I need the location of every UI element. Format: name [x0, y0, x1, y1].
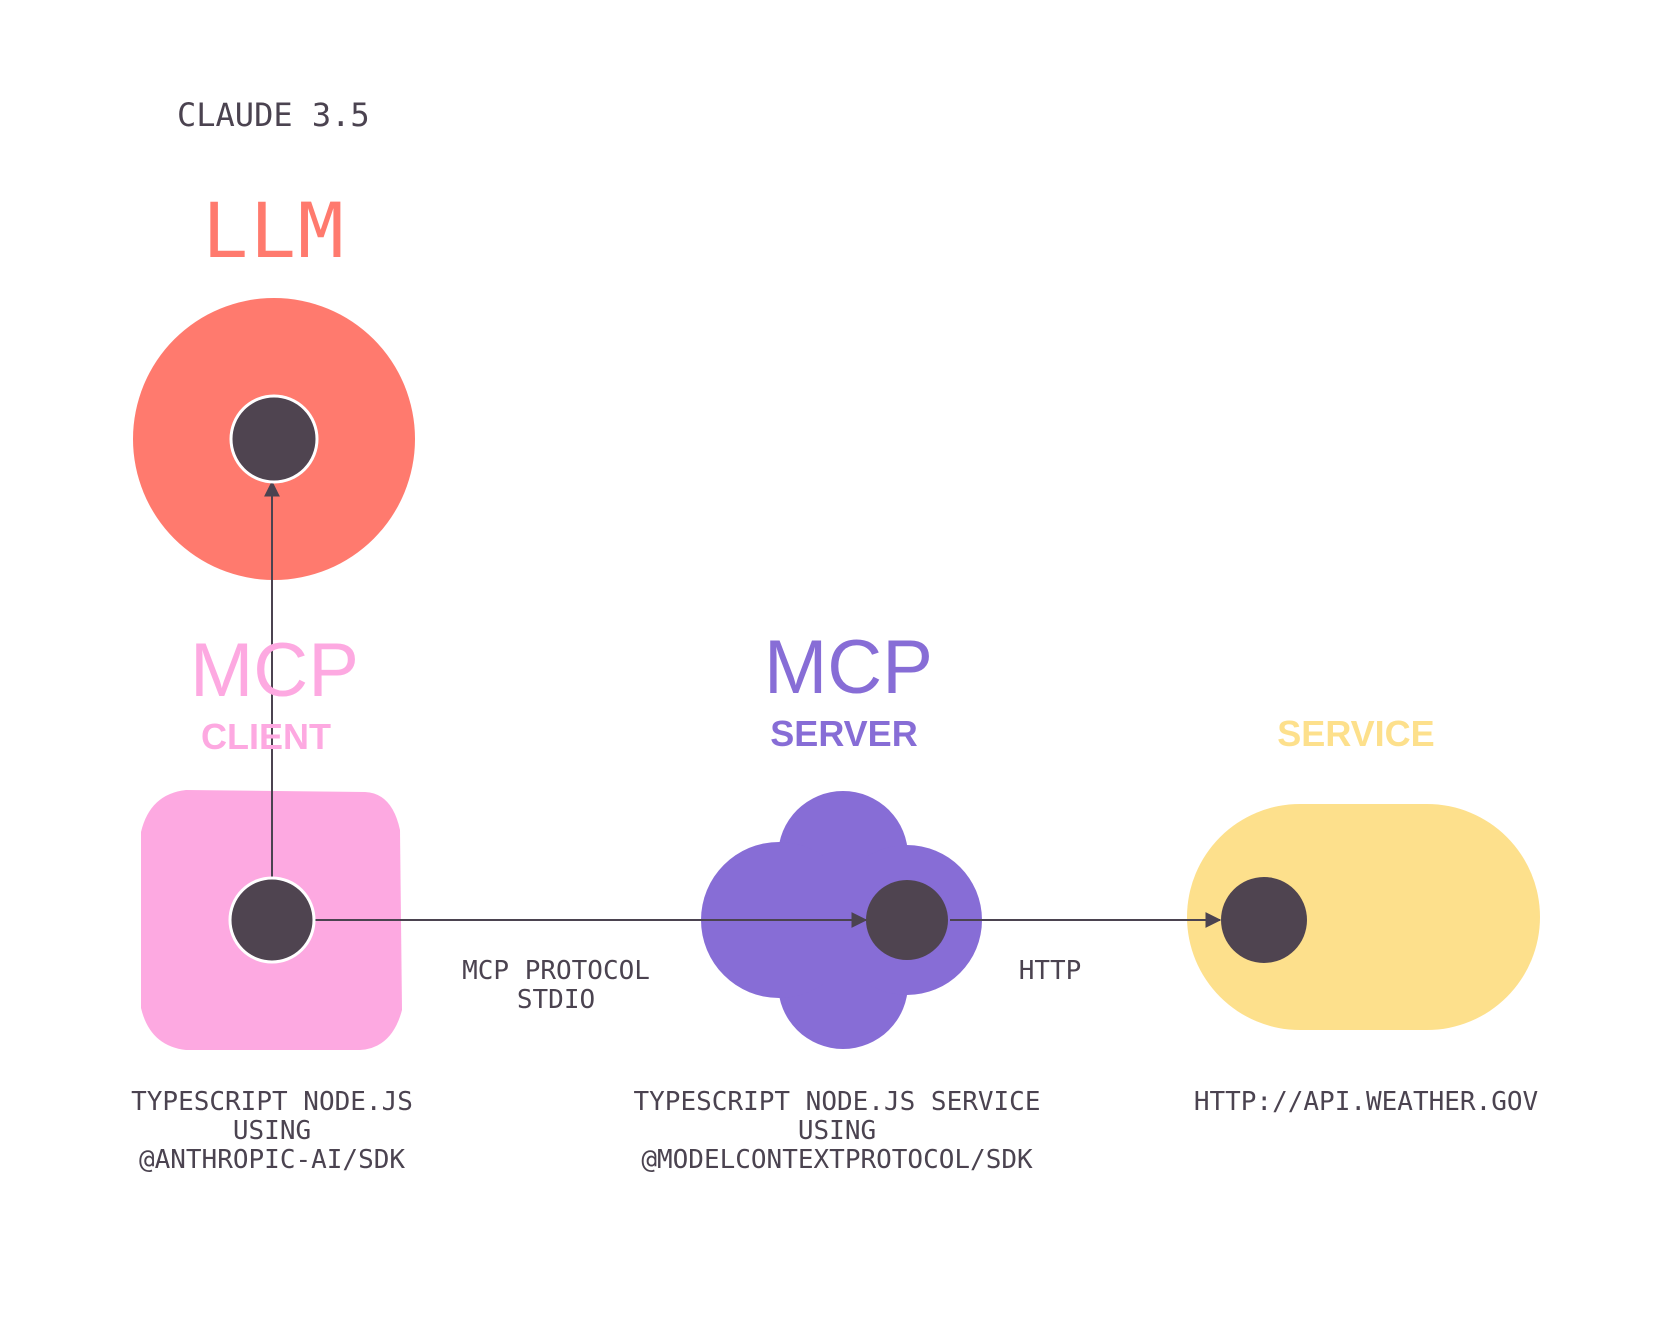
service-shape: [1187, 804, 1540, 1030]
edge-label-line: MCP PROTOCOL: [462, 956, 650, 986]
server-title: MCP: [764, 625, 933, 710]
client-subtitle: CLIENT: [201, 716, 331, 757]
caption-line: TYPESCRIPT NODE.JS SERVICE: [633, 1087, 1041, 1117]
caption-line: TYPESCRIPT NODE.JS: [131, 1087, 413, 1117]
caption-line: @ANTHROPIC-AI/SDK: [138, 1145, 406, 1175]
llm-node: [229, 394, 319, 484]
caption-line: HTTP://API.WEATHER.GOV: [1193, 1087, 1539, 1117]
model-label: CLAUDE 3.5: [177, 96, 370, 134]
server-subtitle: SERVER: [770, 713, 918, 754]
client-title: MCP: [190, 628, 359, 713]
caption-line: @MODELCONTEXTPROTOCOL/SDK: [641, 1145, 1033, 1175]
server-node: [866, 880, 948, 960]
server-caption: TYPESCRIPT NODE.JS SERVICE USING @MODELC…: [617, 1088, 1057, 1175]
client-server-edge-label: MCP PROTOCOL STDIO: [436, 957, 676, 1015]
server-service-edge-label: HTTP: [990, 957, 1110, 986]
caption-line: USING: [232, 1116, 312, 1146]
service-subtitle: SERVICE: [1277, 713, 1435, 754]
edge-label-line: HTTP: [1018, 956, 1082, 986]
client-node: [228, 876, 316, 964]
llm-title: LLM: [202, 186, 346, 275]
service-caption: HTTP://API.WEATHER.GOV: [1166, 1088, 1566, 1117]
edge-label-line: STDIO: [516, 985, 596, 1015]
caption-line: USING: [797, 1116, 877, 1146]
service-node: [1221, 877, 1307, 963]
client-caption: TYPESCRIPT NODE.JS USING @ANTHROPIC-AI/S…: [97, 1088, 447, 1175]
